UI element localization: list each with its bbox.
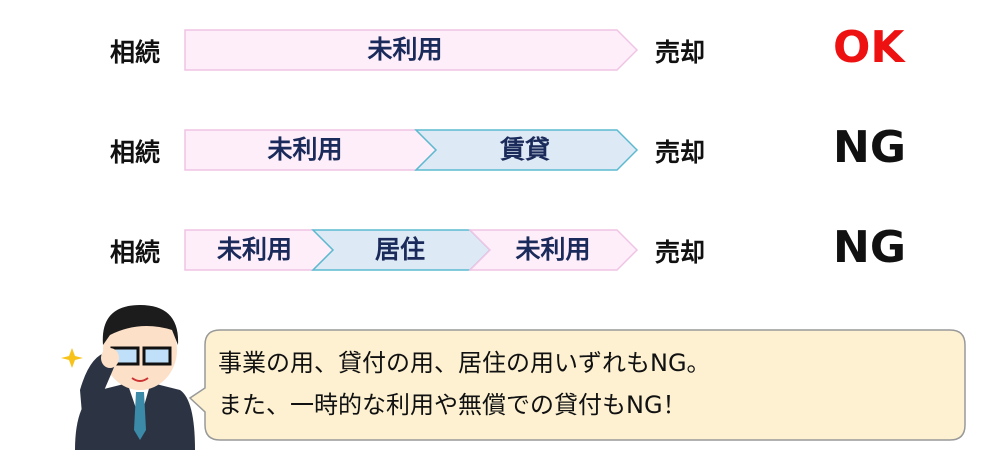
start-label: 相続 xyxy=(110,38,161,67)
speech-bubble xyxy=(188,329,966,441)
start-label: 相続 xyxy=(110,138,161,167)
segment-rent xyxy=(414,129,639,171)
segment-unused xyxy=(468,229,639,271)
segment-label: 未利用 xyxy=(216,235,292,264)
result-ng: NG xyxy=(833,222,906,273)
start-label: 相続 xyxy=(110,238,161,267)
bubble-line-2: また、一時的な利用や無償での貸付もNG！ xyxy=(218,391,687,419)
segment-label: 未利用 xyxy=(515,235,591,264)
end-label: 売却 xyxy=(655,238,706,267)
result-ok: OK xyxy=(833,22,905,73)
businessman-illustration xyxy=(61,305,195,450)
segment-label: 未利用 xyxy=(367,35,443,64)
segment-unused xyxy=(184,29,639,71)
result-ng: NG xyxy=(833,122,906,173)
end-label: 売却 xyxy=(655,38,706,67)
segment-label: 賃貸 xyxy=(499,135,550,164)
bubble-text: 事業の用、貸付の用、居住の用いずれもNG。 また、一時的な利用や無償での貸付もN… xyxy=(218,342,711,426)
end-label: 売却 xyxy=(655,138,706,167)
bubble-line-1: 事業の用、貸付の用、居住の用いずれもNG。 xyxy=(218,349,711,377)
segment-label: 未利用 xyxy=(267,135,343,164)
segment-label: 居住 xyxy=(374,235,425,264)
